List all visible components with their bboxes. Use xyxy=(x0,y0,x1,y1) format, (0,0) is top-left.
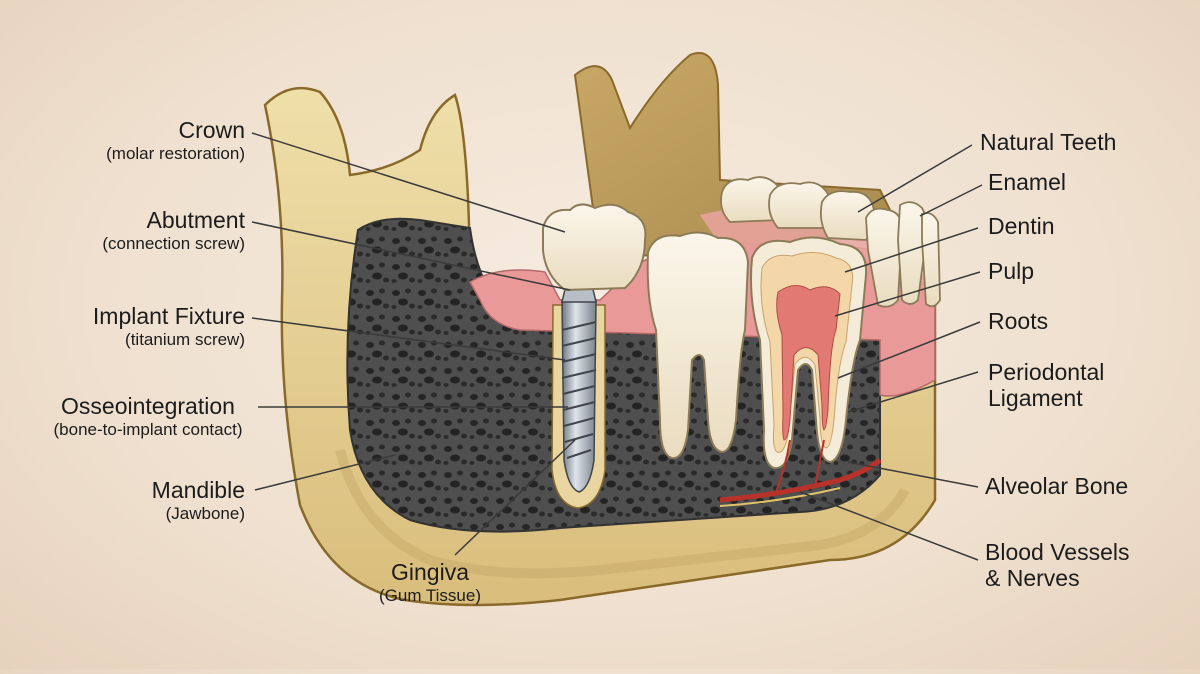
mandible-sublabel: (Jawbone) xyxy=(152,504,245,523)
implant-fixture xyxy=(562,300,596,492)
label-blood-vessels: Blood Vessels & Nerves xyxy=(985,540,1129,592)
natural-teeth-label: Natural Teeth xyxy=(980,130,1116,156)
mandible-label: Mandible xyxy=(152,478,245,504)
gingiva-label: Gingiva xyxy=(360,560,500,586)
label-roots: Roots xyxy=(988,309,1048,335)
osseointegration-sublabel: (bone-to-implant contact) xyxy=(28,420,268,439)
implant-crown xyxy=(543,204,645,290)
label-gingiva: Gingiva (Gum Tissue) xyxy=(360,560,500,605)
abutment-label: Abutment xyxy=(102,208,245,234)
label-implant-fixture: Implant Fixture (titanium screw) xyxy=(93,304,245,349)
pulp-label: Pulp xyxy=(988,259,1034,285)
label-osseointegration: Osseointegration (bone-to-implant contac… xyxy=(28,394,268,439)
label-mandible: Mandible (Jawbone) xyxy=(152,478,245,523)
osseointegration-label: Osseointegration xyxy=(28,394,268,420)
label-alveolar-bone: Alveolar Bone xyxy=(985,474,1128,500)
label-periodontal-ligament: Periodontal Ligament xyxy=(988,360,1104,412)
enamel-label: Enamel xyxy=(988,170,1066,196)
blood-vessels-label-line1: Blood Vessels xyxy=(985,540,1129,566)
roots-label: Roots xyxy=(988,309,1048,335)
label-abutment: Abutment (connection screw) xyxy=(102,208,245,253)
periodontal-label-line2: Ligament xyxy=(988,386,1104,412)
label-pulp: Pulp xyxy=(988,259,1034,285)
crown-label: Crown xyxy=(106,118,245,144)
implant-fixture-label: Implant Fixture xyxy=(93,304,245,330)
label-dentin: Dentin xyxy=(988,214,1054,240)
alveolar-bone-label: Alveolar Bone xyxy=(985,474,1128,500)
implant-fixture-sublabel: (titanium screw) xyxy=(93,330,245,349)
periodontal-label-line1: Periodontal xyxy=(988,360,1104,386)
dentin-label: Dentin xyxy=(988,214,1054,240)
gingiva-sublabel: (Gum Tissue) xyxy=(360,586,500,605)
crown-sublabel: (molar restoration) xyxy=(106,144,245,163)
label-natural-teeth: Natural Teeth xyxy=(980,130,1116,156)
abutment-sublabel: (connection screw) xyxy=(102,234,245,253)
label-enamel: Enamel xyxy=(988,170,1066,196)
label-crown: Crown (molar restoration) xyxy=(106,118,245,163)
blood-vessels-label-line2: & Nerves xyxy=(985,566,1129,592)
